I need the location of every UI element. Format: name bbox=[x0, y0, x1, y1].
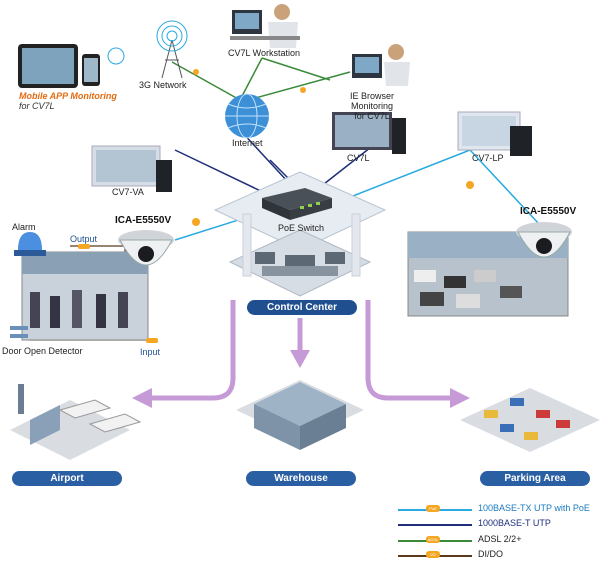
parking-area-icon bbox=[460, 388, 600, 452]
operator-desks-icon bbox=[255, 252, 345, 276]
distribution-arrows bbox=[150, 300, 452, 401]
dome-camera-right-icon bbox=[516, 222, 572, 258]
label-camera-right: ICA-E5550V bbox=[520, 206, 577, 217]
label-cv7l: CV7L bbox=[347, 153, 370, 163]
label-camera-left: ICA-E5550V bbox=[115, 215, 172, 226]
label-ie-line1: IE Browser Monitoring bbox=[349, 91, 394, 111]
legend-line-utp bbox=[398, 524, 472, 526]
label-poe-switch: PoE Switch bbox=[278, 223, 325, 233]
label-alarm: Alarm bbox=[12, 222, 36, 232]
warehouse-icon bbox=[236, 380, 364, 450]
label-input: Input bbox=[140, 347, 161, 357]
arrow-heads bbox=[132, 350, 470, 408]
legend-badge-adsl: ADSL bbox=[426, 536, 440, 543]
poe-badges bbox=[78, 69, 474, 343]
label-workstation: CV7L Workstation bbox=[228, 48, 301, 58]
workstation-icon bbox=[230, 4, 300, 48]
radio-tower-icon bbox=[156, 20, 188, 79]
internet-globe-icon bbox=[225, 93, 269, 139]
legend-badge-poe: PoE bbox=[426, 505, 440, 512]
legend-label-utp: 1000BASE-T UTP bbox=[478, 518, 551, 528]
label-output: Output bbox=[70, 234, 98, 244]
label-mobile-app: Mobile APP Monitoring for CV7L bbox=[19, 91, 117, 111]
airport-checkin-photo bbox=[21, 251, 149, 341]
area-parking-badge: Parking Area bbox=[480, 471, 590, 486]
area-warehouse-badge: Warehouse bbox=[246, 471, 356, 486]
label-mobile-line2: for CV7L bbox=[19, 101, 55, 111]
label-ie-browser: IE Browser Monitoring for CV7L bbox=[330, 91, 414, 121]
cv7lp-nvr-icon bbox=[457, 111, 532, 156]
legend-label-dido: DI/DO bbox=[478, 549, 504, 559]
adsl-links bbox=[171, 57, 351, 101]
area-airport-badge: Airport bbox=[12, 471, 122, 486]
tablet-icon bbox=[18, 44, 125, 88]
control-center-badge: Control Center bbox=[247, 300, 357, 315]
legend-label-adsl: ADSL 2/2+ bbox=[478, 534, 522, 544]
legend-badge-dido: I/O bbox=[426, 551, 440, 558]
cv7l-nvr-icon bbox=[332, 112, 406, 154]
alarm-siren-icon bbox=[14, 232, 46, 256]
label-mobile-line1: Mobile APP Monitoring bbox=[19, 91, 117, 101]
ie-browser-workstation-icon bbox=[352, 44, 410, 86]
label-cv7lp: CV7-LP bbox=[472, 153, 504, 163]
dome-camera-left-icon bbox=[118, 230, 174, 266]
airport-icon bbox=[10, 384, 142, 460]
label-door-detector: Door Open Detector bbox=[2, 346, 83, 356]
label-internet: Internet bbox=[232, 138, 263, 148]
poe-switch-icon bbox=[262, 188, 332, 220]
label-cv7va: CV7-VA bbox=[112, 187, 144, 197]
legend-label-poe: 100BASE-TX UTP with PoE bbox=[478, 503, 590, 513]
label-ie-line2: for CV7L bbox=[354, 111, 390, 121]
door-detector-icon bbox=[10, 326, 28, 338]
label-3g-network: 3G Network bbox=[139, 80, 187, 90]
cv7va-nvr-icon bbox=[91, 145, 172, 192]
